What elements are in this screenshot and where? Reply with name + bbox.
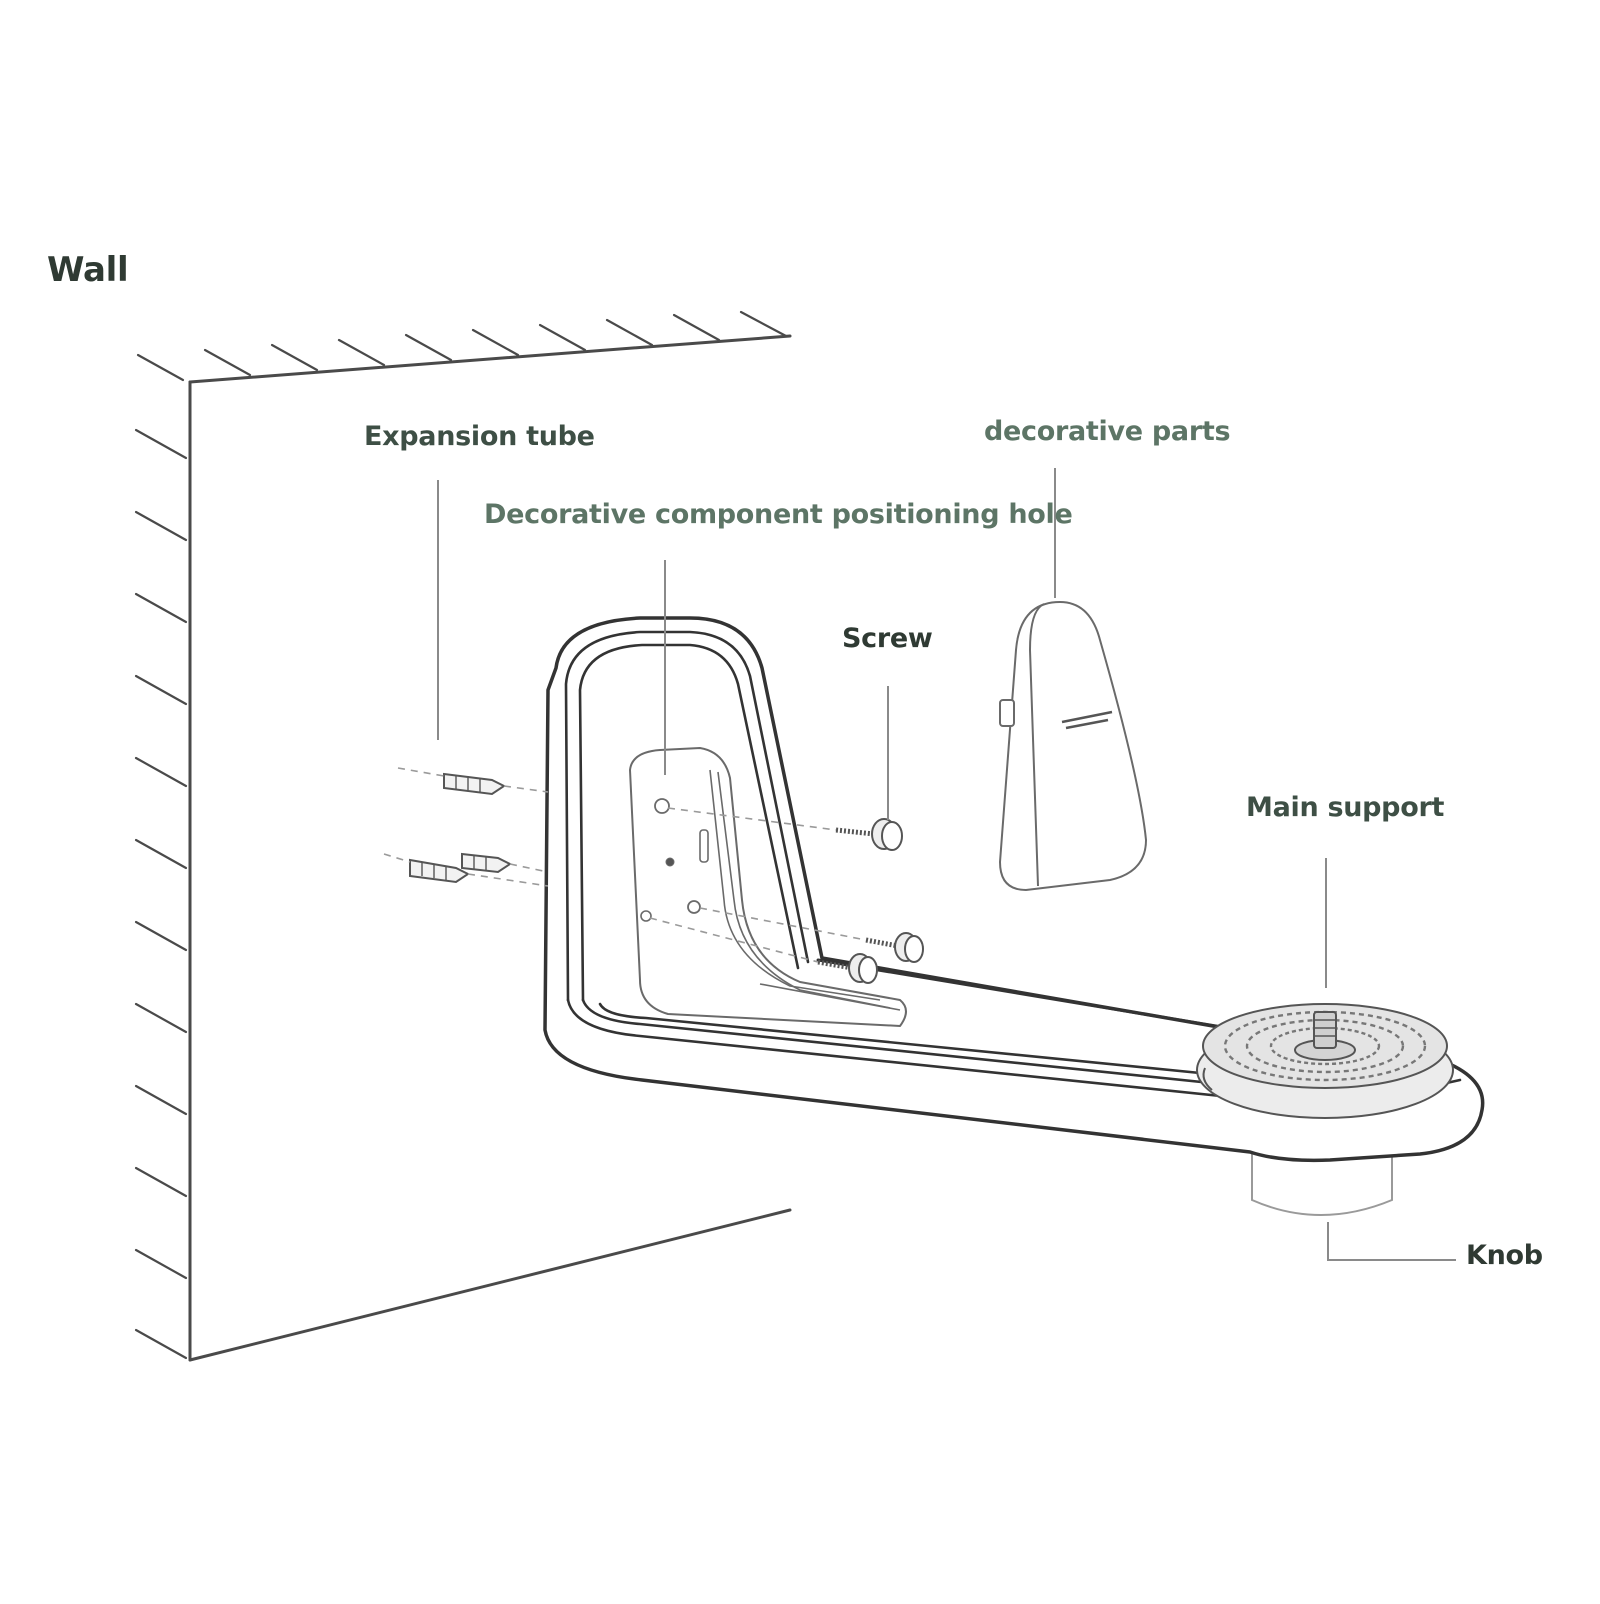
bracket-inner-rim-1	[564, 630, 810, 1002]
knob	[1251, 1149, 1393, 1216]
decorative-part	[998, 600, 1148, 892]
positioning-slot	[699, 829, 709, 863]
wall-hatching	[134, 310, 788, 1360]
mount-hole-bottom	[640, 910, 652, 922]
main-bracket	[543, 616, 1485, 1163]
screw-top	[835, 818, 903, 851]
wall	[134, 310, 792, 1362]
screw-middle	[865, 932, 924, 963]
leader-lines	[437, 468, 1456, 1261]
wall-top-edge	[188, 334, 792, 384]
bracket-arm-top-edge	[816, 958, 1242, 1032]
main-support-label: Main support	[1246, 792, 1445, 823]
bracket-outer-contour	[543, 616, 1485, 1163]
decorative-parts-label: decorative parts	[984, 416, 1231, 447]
leader-knob	[1327, 1222, 1456, 1261]
wall-bottom-edge	[188, 1208, 792, 1362]
positioning-hole-label: Decorative component positioning hole	[484, 499, 1073, 530]
mount-hole-low	[687, 900, 701, 914]
screw-label: Screw	[842, 623, 933, 654]
bracket-floor-rim-2	[581, 998, 1242, 1088]
mount-hole-top	[654, 798, 670, 814]
alignment-lines	[383, 767, 867, 963]
knob-label: Knob	[1466, 1240, 1543, 1271]
bracket-inner-rim-2	[578, 643, 800, 1002]
expansion-tube-top	[443, 772, 506, 796]
screw-lower	[817, 953, 878, 984]
expansion-tube-lower	[409, 858, 470, 884]
expansion-tube-label: Expansion tube	[364, 421, 595, 452]
mounting-plate	[629, 747, 907, 1027]
mounting-stud	[1313, 1011, 1337, 1049]
expansion-tube-middle	[461, 852, 512, 874]
mounting-plate-outline	[629, 747, 907, 1027]
main-support	[1196, 1003, 1454, 1119]
wall-label: Wall	[47, 250, 129, 290]
brand-mark	[1061, 710, 1113, 730]
bracket-floor-rim-3	[598, 1002, 1212, 1076]
mount-hole-mid	[665, 857, 675, 867]
